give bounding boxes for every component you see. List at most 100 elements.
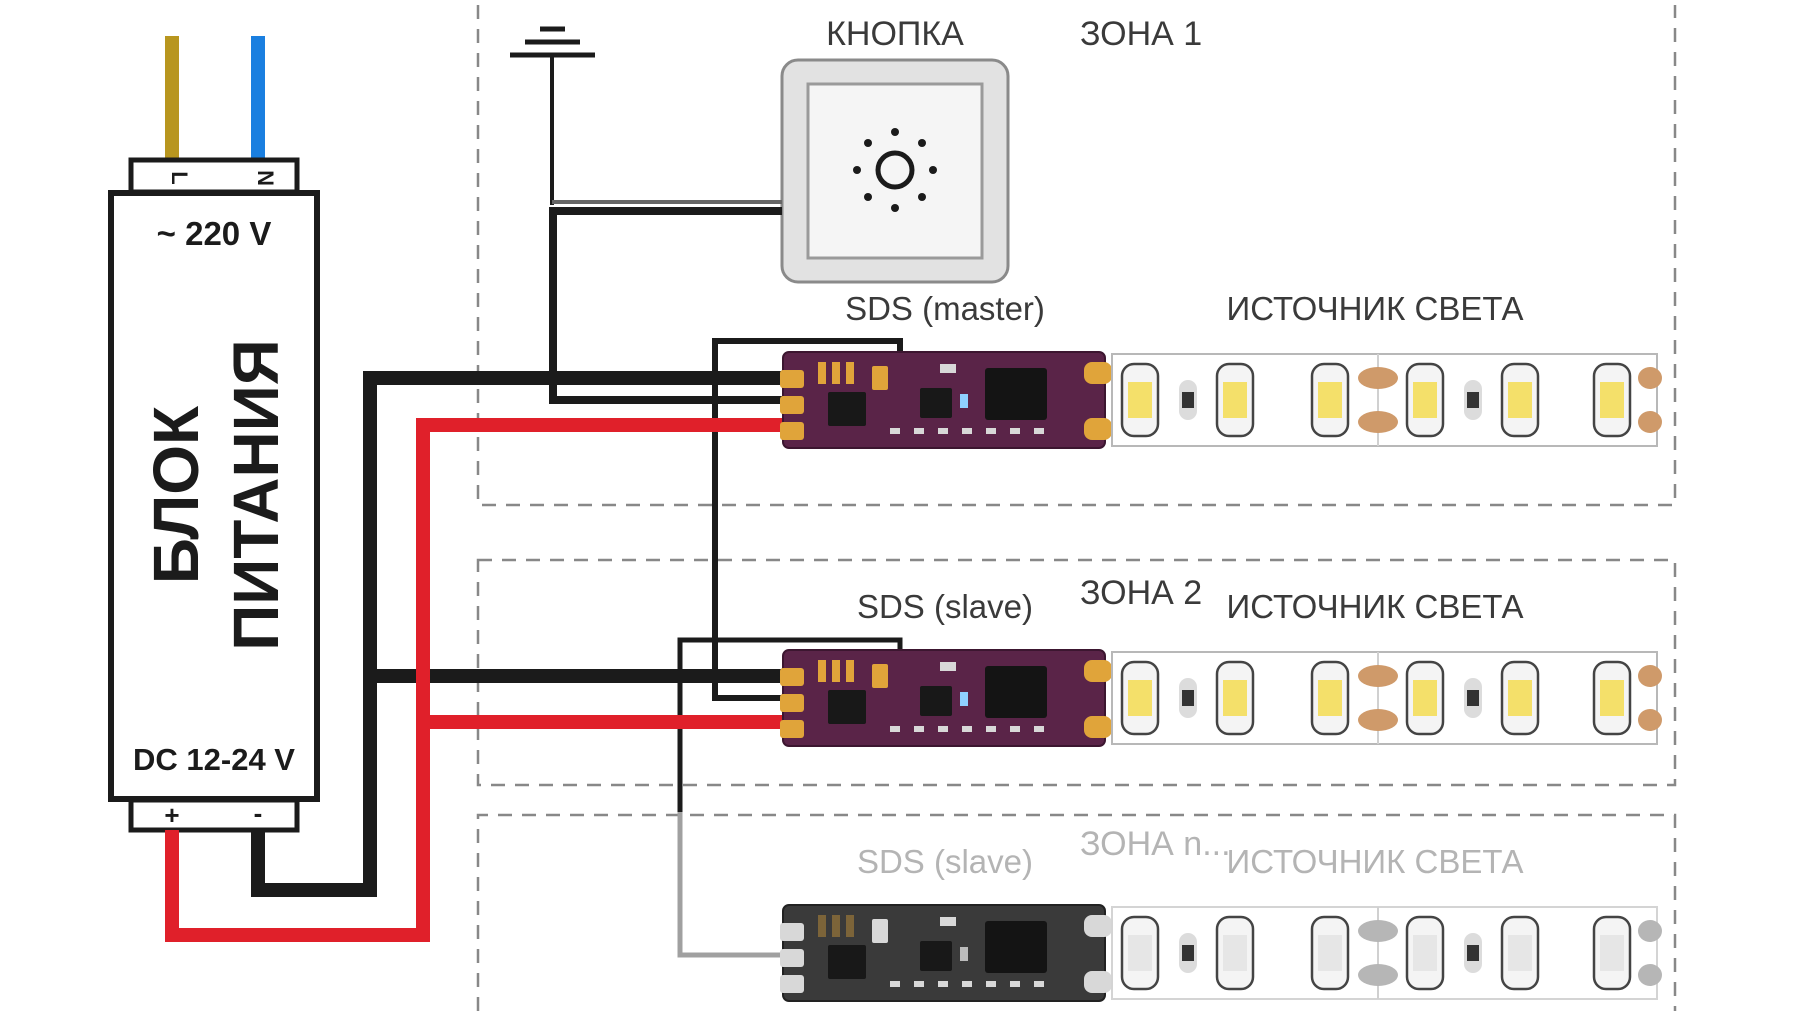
smd-cap <box>940 364 956 373</box>
smd-resistor <box>818 362 826 384</box>
zone-1-label: ЗОНА 1 <box>1080 15 1202 53</box>
led-chip <box>1223 680 1247 716</box>
zone-borders <box>476 5 1677 1011</box>
psu-terminal-minus: - <box>254 798 263 828</box>
output-pad <box>1084 915 1112 937</box>
smd-resistor <box>832 660 840 682</box>
solder-pad <box>1358 709 1398 731</box>
smd-component <box>1034 726 1044 732</box>
light-source-label: ИСТОЧНИК СВЕТА <box>1227 843 1524 880</box>
smd-component <box>938 428 948 434</box>
smd-resistor <box>846 915 854 937</box>
smd-resistor <box>846 660 854 682</box>
led-chip <box>1128 382 1152 418</box>
solder-pad <box>1358 665 1398 687</box>
led-strip <box>1111 906 1662 1000</box>
sds-controller <box>780 649 1112 747</box>
zone-2-label: ЗОНА 2 <box>1080 574 1202 612</box>
power-wiring <box>165 371 790 942</box>
zone-2-devices: SDS (slave) ИСТОЧНИК СВЕТА <box>780 588 1662 747</box>
psu-title-line1: БЛОК <box>140 405 212 584</box>
sun-icon <box>853 128 937 212</box>
output-pad <box>1084 418 1112 440</box>
zone-1-devices: SDS (master) ИСТОЧНИК СВЕТА <box>780 290 1662 449</box>
smd-component <box>890 726 900 732</box>
light-source-label: ИСТОЧНИК СВЕТА <box>1227 290 1524 327</box>
zone-n-label: ЗОНА n... <box>1080 825 1231 863</box>
status-led <box>960 394 968 408</box>
driver-chip <box>920 941 952 971</box>
button-pad <box>872 919 888 943</box>
solder-pad-edge <box>1638 709 1662 731</box>
led-chip <box>1508 935 1532 971</box>
output-pad <box>1084 660 1112 682</box>
solder-pad-edge <box>1638 964 1662 986</box>
zone-2-border <box>476 558 1677 787</box>
solder-pad-edge <box>1638 411 1662 433</box>
led-chip <box>1600 382 1624 418</box>
solder-pad-edge <box>1638 920 1662 942</box>
led-chip <box>1318 935 1342 971</box>
status-led <box>960 947 968 961</box>
input-pad <box>780 370 804 388</box>
input-pad <box>780 923 804 941</box>
input-pad <box>780 422 804 440</box>
led-chip <box>1413 680 1437 716</box>
solder-pad <box>1358 411 1398 433</box>
button-wire-black <box>549 207 790 404</box>
smd-component <box>962 428 972 434</box>
zone-1-border <box>476 5 1677 507</box>
button-device: КНОПКА <box>780 15 1010 284</box>
mcu-chip <box>985 921 1047 973</box>
psu-terminal-l: L <box>167 171 192 184</box>
smd-component <box>1010 726 1020 732</box>
led-chip <box>1318 680 1342 716</box>
status-led <box>960 692 968 706</box>
button-face <box>806 82 984 260</box>
led-chip <box>1128 935 1152 971</box>
sds-controller <box>780 904 1112 1002</box>
mosfet-chip <box>828 392 866 426</box>
smd-resistor <box>832 362 840 384</box>
smd-component <box>914 981 924 987</box>
solder-pad <box>1358 964 1398 986</box>
output-pad <box>1084 716 1112 738</box>
controller-label: SDS (master) <box>845 290 1045 327</box>
smd-component <box>962 981 972 987</box>
smd-component <box>986 428 996 434</box>
positive-wire <box>165 418 790 942</box>
resistor-mark <box>1182 392 1194 408</box>
controller-label: SDS (slave) <box>857 843 1033 880</box>
driver-chip <box>920 388 952 418</box>
psu-terminal-plus: + <box>164 800 179 830</box>
resistor-mark <box>1182 690 1194 706</box>
smd-component <box>1034 981 1044 987</box>
solder-pad-edge <box>1638 367 1662 389</box>
resistor-mark <box>1467 945 1479 961</box>
input-pad <box>780 975 804 993</box>
output-pad <box>1084 362 1112 384</box>
sds-controller <box>780 351 1112 449</box>
smd-resistor <box>846 362 854 384</box>
psu-terminal-n: N <box>253 170 278 186</box>
controller-label: SDS (slave) <box>857 588 1033 625</box>
smd-component <box>938 726 948 732</box>
led-chip <box>1318 382 1342 418</box>
button-label: КНОПКА <box>826 15 964 53</box>
mosfet-chip <box>828 690 866 724</box>
light-source-label: ИСТОЧНИК СВЕТА <box>1227 588 1524 625</box>
psu-title-line2: ПИТАНИЯ <box>220 339 292 651</box>
output-pad <box>1084 971 1112 993</box>
power-supply: L N ~ 220 V БЛОК ПИТАНИЯ DC 12-24 V + - <box>108 157 320 833</box>
input-pad <box>780 668 804 686</box>
smd-component <box>1010 981 1020 987</box>
solder-pad <box>1358 367 1398 389</box>
smd-component <box>986 726 996 732</box>
smd-resistor <box>832 915 840 937</box>
input-pad <box>780 694 804 712</box>
smd-component <box>1010 428 1020 434</box>
smd-component <box>914 726 924 732</box>
zone-3-devices: SDS (slave) ИСТОЧНИК СВЕТА <box>780 843 1662 1002</box>
smd-component <box>890 428 900 434</box>
